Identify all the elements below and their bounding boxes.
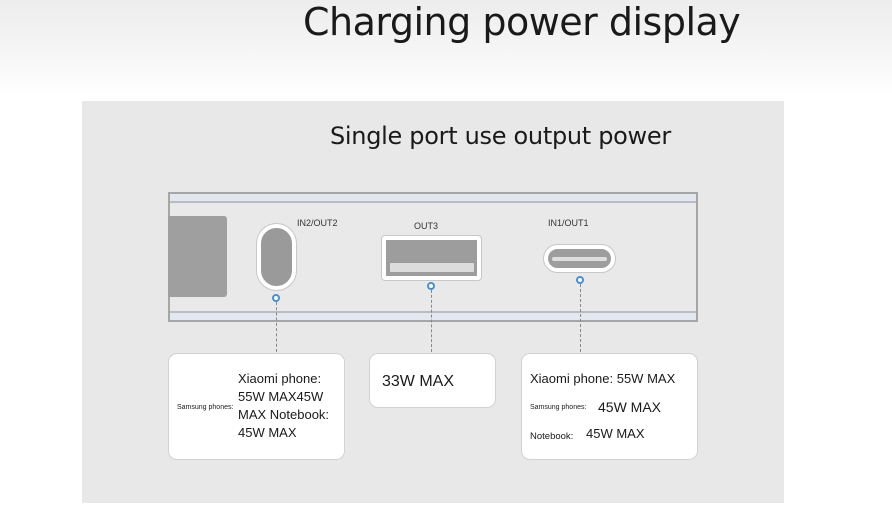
port-marker-left — [272, 294, 280, 302]
page-title: Charging power display — [303, 0, 741, 44]
panel-title: Single port use output power — [330, 122, 671, 150]
card-middle-value: 33W MAX — [382, 373, 455, 390]
port-label-in1-out1: IN1/OUT1 — [548, 218, 589, 228]
device-side-block — [168, 216, 227, 297]
usb-a-port — [382, 236, 481, 280]
usb-c-port-tongue — [552, 257, 607, 261]
port-label-in2-out2: IN2/OUT2 — [297, 218, 338, 228]
samsung-label-left: Samsung phones: — [177, 404, 234, 411]
samsung-label-right: Samsung phones: — [530, 404, 587, 411]
card-left-line-1: Xiaomi phone: — [238, 371, 322, 386]
power-card-in1-out1 — [521, 353, 698, 460]
card-left-line-2: 55W MAX45W — [238, 389, 324, 404]
card-left-line-3: MAX Notebook: — [238, 407, 330, 422]
lead-line-right — [580, 284, 581, 352]
port-marker-right — [576, 276, 584, 284]
device-bottom-rail — [170, 311, 696, 320]
port-marker-middle — [427, 282, 435, 290]
lead-line-middle — [431, 290, 432, 352]
usb-a-port-tongue — [390, 263, 474, 272]
card-right-xiaomi: Xiaomi phone: 55W MAX — [530, 371, 676, 386]
card-right-samsung-value: 45W MAX — [598, 399, 662, 415]
port-label-out3: OUT3 — [414, 221, 439, 231]
card-left-line-4: 45W MAX — [238, 425, 297, 440]
power-card-in2-out2 — [168, 353, 345, 460]
power-card-out3 — [369, 353, 496, 408]
usb-c-port-vertical — [257, 224, 296, 290]
notebook-label-right: Notebook: — [530, 431, 574, 442]
card-right-notebook-value: 45W MAX — [586, 426, 645, 441]
lead-line-left — [276, 302, 277, 352]
device-top-rail — [170, 194, 696, 203]
